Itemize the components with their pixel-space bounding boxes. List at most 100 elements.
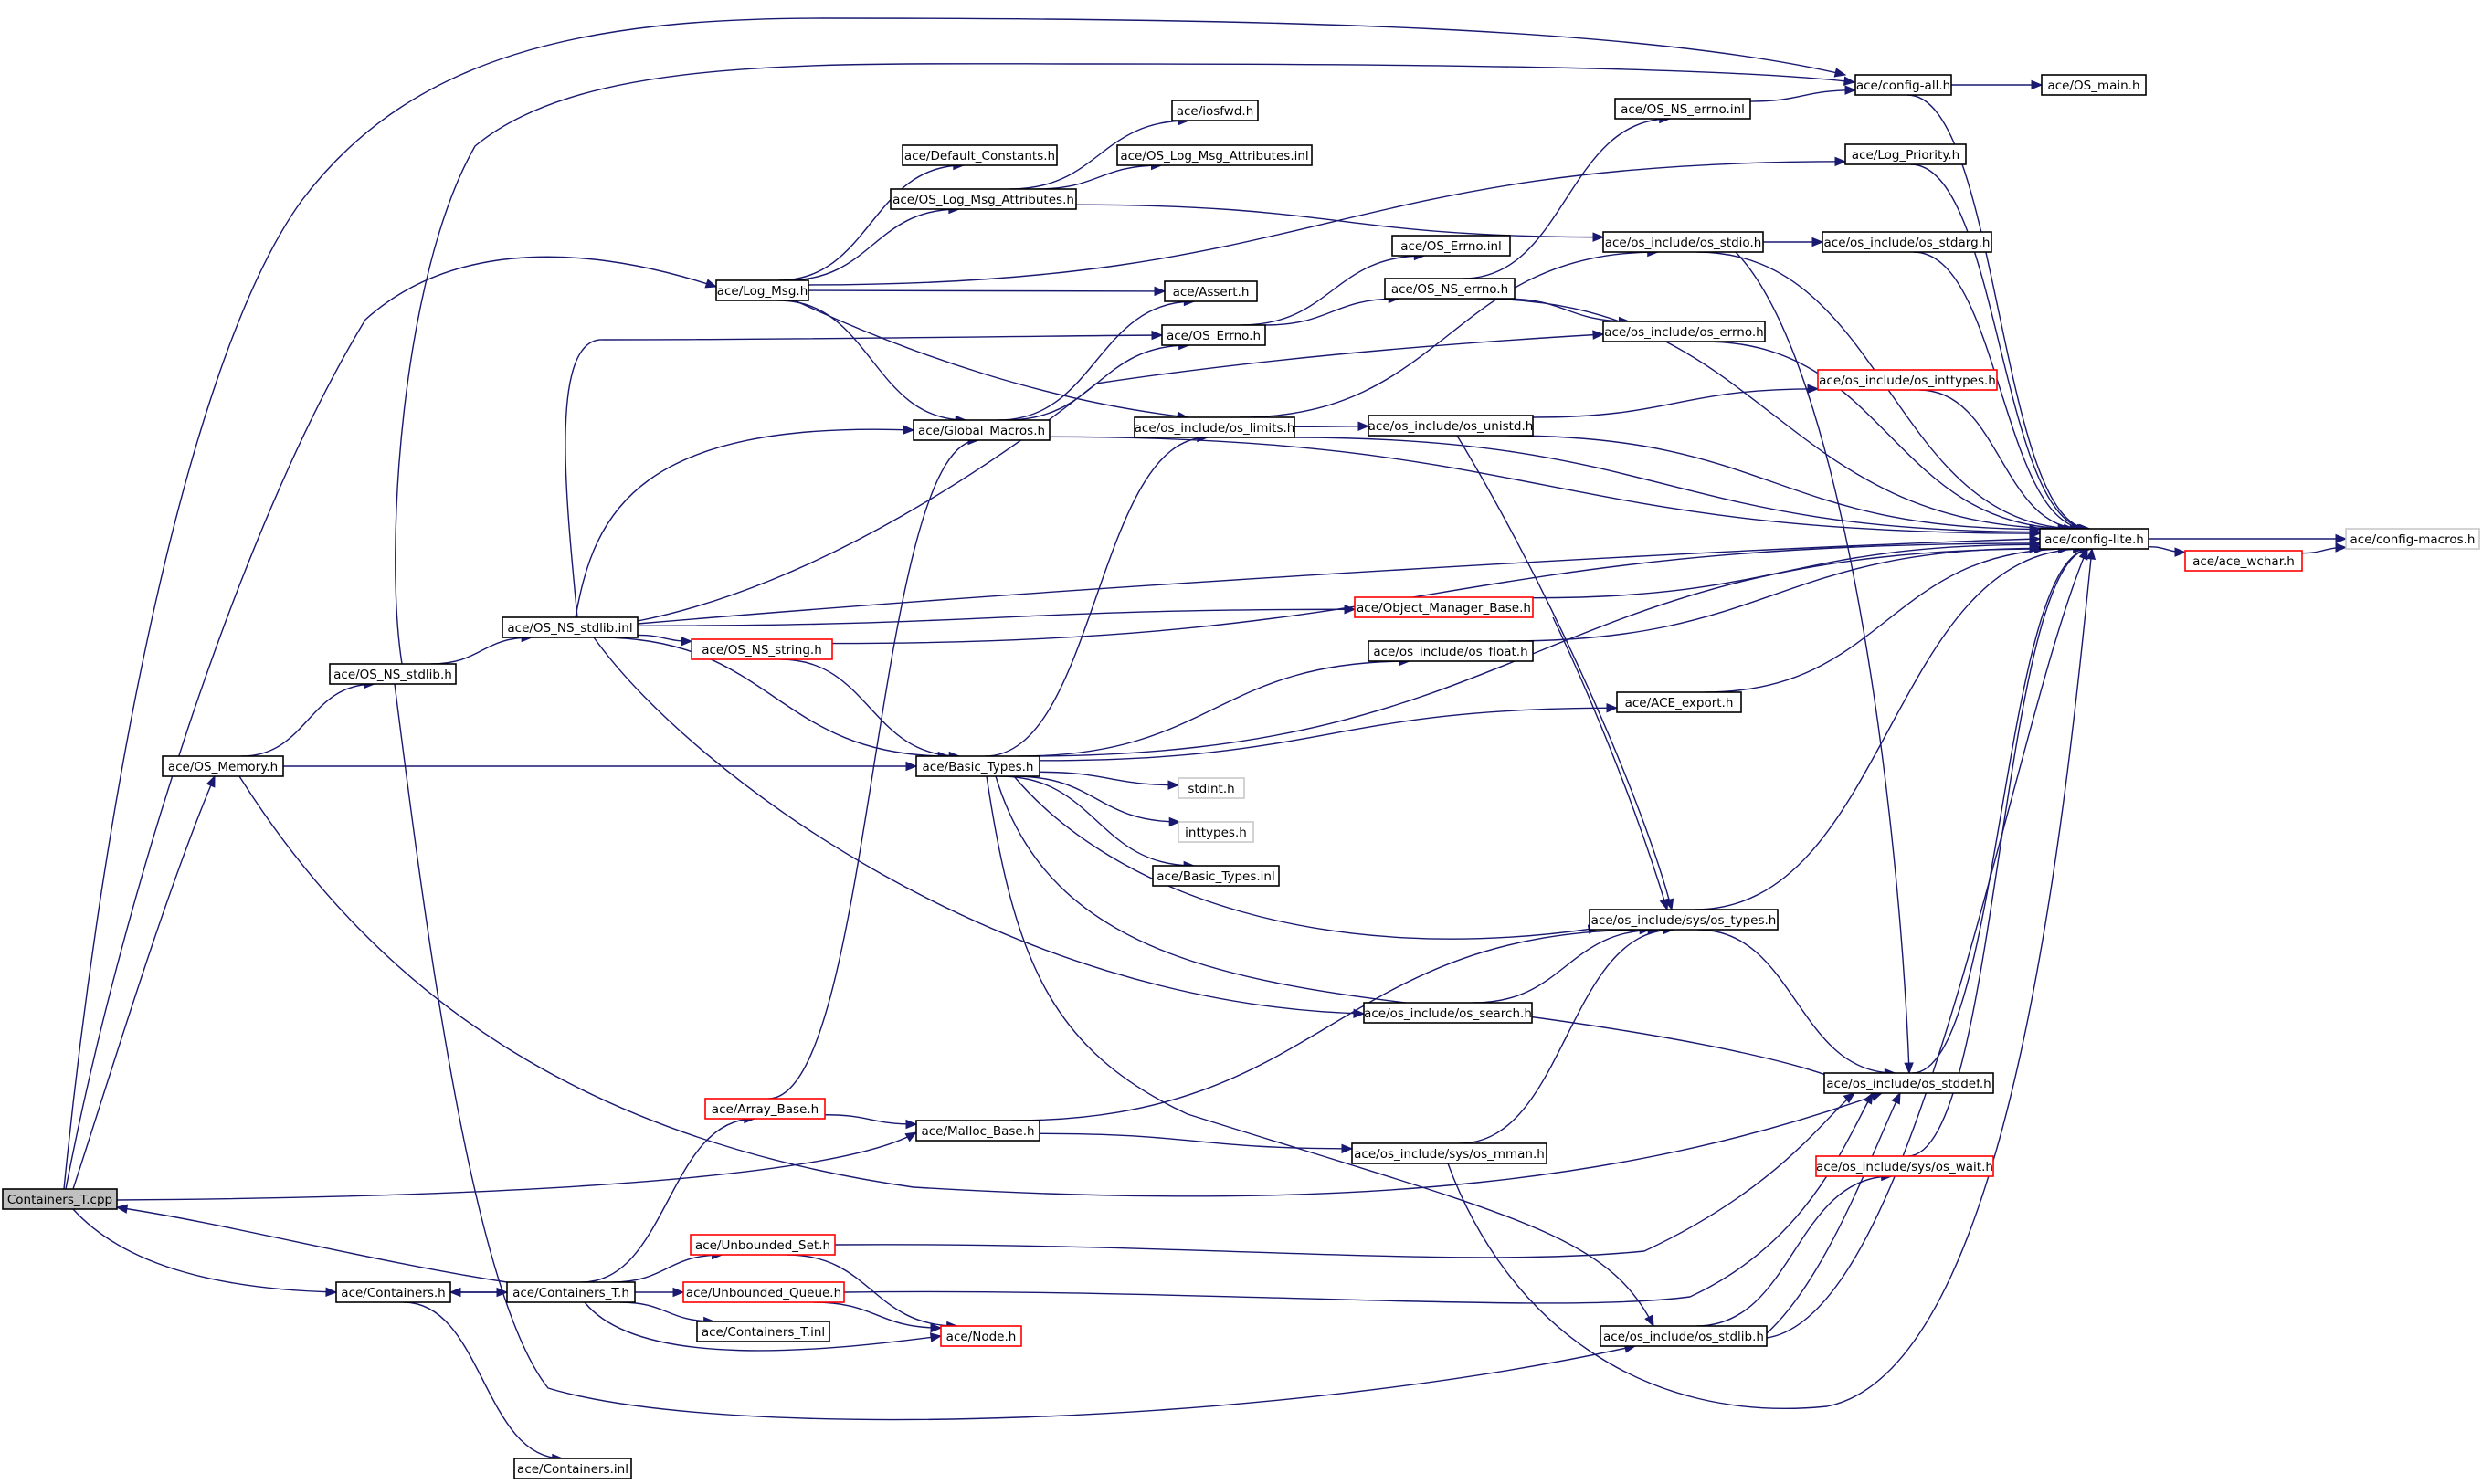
node-array-base[interactable]: ace/Array_Base.h	[704, 1098, 826, 1120]
edge-containers_t_h-to-node_h	[584, 1301, 942, 1352]
node-box	[1134, 416, 1295, 438]
arrowhead-sys_os_mman-to-config_lite	[2086, 547, 2096, 560]
node-os-ns-string[interactable]: ace/OS_NS_string.h	[691, 638, 833, 660]
node-assert[interactable]: ace/Assert.h	[1164, 280, 1258, 302]
node-containers-inl[interactable]: ace/Containers.inl	[513, 1458, 632, 1479]
node-basic-types[interactable]: ace/Basic_Types.h	[915, 755, 1040, 777]
arrowhead-log_msg-to-assert	[1154, 286, 1167, 297]
node-label: ace/Unbounded_Set.h	[695, 1238, 830, 1253]
node-box	[715, 279, 809, 301]
node-global-macros[interactable]: ace/Global_Macros.h	[913, 419, 1051, 441]
node-object-manager-base[interactable]: ace/Object_Manager_Base.h	[1354, 596, 1534, 618]
edge-log_msg-to-os_log_msg_attr	[787, 208, 959, 281]
arrowhead-os_stdlib-to-config_lite	[2078, 547, 2088, 561]
node-os-inttypes[interactable]: ace/os_include/os_inttypes.h	[1817, 369, 1998, 391]
edge-os_ns_errno_inl-to-config_all	[1749, 89, 1856, 102]
node-label: ace/Object_Manager_Base.h	[1357, 601, 1531, 616]
edge-os_ns_string-to-basic_types	[780, 658, 960, 757]
node-os-log-msg-attr[interactable]: ace/OS_Log_Msg_Attributes.h	[890, 188, 1077, 210]
node-containers-h[interactable]: ace/Containers.h	[335, 1281, 451, 1303]
node-os-unistd[interactable]: ace/os_include/os_unistd.h	[1368, 415, 1534, 437]
node-inttypes[interactable]: inttypes.h	[1178, 821, 1254, 843]
node-os-include-errno[interactable]: ace/os_include/os_errno.h	[1602, 321, 1766, 342]
arrowhead-os_stdio-to-os_stddef	[1904, 1062, 1914, 1075]
node-basic-types-inl[interactable]: ace/Basic_Types.inl	[1152, 865, 1280, 887]
edge-sys_os_mman-to-config_lite	[1447, 548, 2093, 1410]
arrowhead-os_ns_errno_inl-to-config_all	[1844, 85, 1857, 95]
node-box	[1602, 321, 1766, 342]
node-stdint[interactable]: stdint.h	[1178, 777, 1245, 799]
edge-sys_os_wait-to-config_lite	[1907, 548, 2092, 1157]
node-log-msg[interactable]: ace/Log_Msg.h	[715, 279, 809, 301]
edge-os_ns_stdlib-to-os_stdlib	[394, 683, 1636, 1421]
node-label: ace/iosfwd.h	[1177, 104, 1254, 119]
node-label: ace/OS_NS_stdlib.h	[333, 668, 452, 682]
edge-os_ns_stdlib_inl-to-global_macros	[575, 428, 914, 618]
node-os-stdlib[interactable]: ace/os_include/os_stdlib.h	[1600, 1325, 1768, 1347]
node-os-limits[interactable]: ace/os_include/os_limits.h	[1134, 416, 1295, 438]
node-os-ns-errno[interactable]: ace/OS_NS_errno.h	[1384, 278, 1516, 300]
node-box	[1354, 596, 1534, 618]
node-ace-wchar[interactable]: ace/ace_wchar.h	[2184, 550, 2303, 572]
node-label: ace/os_include/os_errno.h	[1604, 325, 1763, 340]
edge-os_ns_stdlib-to-config_all	[395, 63, 1855, 665]
edge-os_ns_stdlib_inl-to-object_manager_base	[637, 608, 1356, 626]
node-box	[696, 1321, 830, 1342]
edge-os_ns_stdlib_inl-to-basic_types	[599, 637, 949, 757]
node-os-stdio[interactable]: ace/os_include/os_stdio.h	[1602, 231, 1764, 253]
arrowhead-containers_t_cpp-to-containers_h	[325, 1287, 338, 1297]
node-box	[162, 755, 284, 777]
node-os-memory[interactable]: ace/OS_Memory.h	[162, 755, 284, 777]
node-os-errno[interactable]: ace/OS_Errno.h	[1161, 324, 1266, 346]
edge-os_ns_stdlib_inl-to-os_include_errno	[637, 333, 1604, 622]
node-os-errno-inl[interactable]: ace/OS_Errno.inl	[1391, 235, 1511, 257]
node-label: ace/config-lite.h	[2044, 532, 2144, 547]
node-os-float[interactable]: ace/os_include/os_float.h	[1368, 640, 1534, 662]
node-config-all[interactable]: ace/config-all.h	[1854, 74, 1952, 96]
node-containers-t-cpp[interactable]: Containers_T.cpp	[2, 1188, 118, 1210]
node-box	[682, 1281, 845, 1303]
node-config-lite[interactable]: ace/config-lite.h	[2039, 528, 2149, 550]
node-label: ace/os_include/sys/os_mman.h	[1354, 1147, 1545, 1162]
node-sys-os-types[interactable]: ace/os_include/sys/os_types.h	[1589, 909, 1779, 931]
node-label: ace/OS_main.h	[2047, 79, 2139, 93]
node-os-stdarg[interactable]: ace/os_include/os_stdarg.h	[1822, 231, 1992, 253]
node-os-ns-stdlib-inl[interactable]: ace/OS_NS_stdlib.inl	[502, 616, 639, 638]
node-iosfwd[interactable]: ace/iosfwd.h	[1171, 100, 1259, 121]
node-node-h[interactable]: ace/Node.h	[940, 1325, 1022, 1347]
node-os-main[interactable]: ace/OS_main.h	[2041, 74, 2147, 96]
edge-os_ns_errno-to-os_ns_errno_inl	[1463, 118, 1670, 279]
node-containers-t-inl[interactable]: ace/Containers_T.inl	[696, 1321, 830, 1342]
arrowhead-os_memory-to-basic_types	[905, 761, 918, 772]
node-ace-export[interactable]: ace/ACE_export.h	[1616, 691, 1742, 713]
edge-os_errno-to-os_errno_inl	[1240, 255, 1425, 326]
node-sys-os-mman[interactable]: ace/os_include/sys/os_mman.h	[1351, 1142, 1547, 1164]
node-os-ns-stdlib[interactable]: ace/OS_NS_stdlib.h	[329, 663, 457, 685]
node-box	[1368, 640, 1534, 662]
node-os-search[interactable]: ace/os_include/os_search.h	[1363, 1002, 1533, 1024]
node-box	[1844, 143, 1967, 165]
node-log-priority[interactable]: ace/Log_Priority.h	[1844, 143, 1967, 165]
node-unbounded-queue[interactable]: ace/Unbounded_Queue.h	[682, 1281, 845, 1303]
node-malloc-base[interactable]: ace/Malloc_Base.h	[915, 1120, 1040, 1142]
node-os-ns-errno-inl[interactable]: ace/OS_NS_errno.inl	[1614, 98, 1751, 120]
edge-os_memory-to-os_stddef	[238, 775, 1883, 1197]
arrowhead-containers_t_h-to-containers_t_cpp	[115, 1204, 129, 1214]
node-default-constants[interactable]: ace/Default_Constants.h	[902, 144, 1058, 166]
node-unbounded-set[interactable]: ace/Unbounded_Set.h	[690, 1234, 836, 1256]
node-box	[335, 1281, 451, 1303]
arrowhead-config_lite-to-ace_wchar	[2174, 547, 2187, 557]
node-os-stddef[interactable]: ace/os_include/os_stddef.h	[1823, 1072, 1994, 1094]
arrowhead-containers_t_cpp-to-config_all	[1833, 68, 1847, 78]
node-label: stdint.h	[1188, 782, 1234, 796]
edge-log_priority-to-config_lite	[1910, 163, 2090, 530]
arrowhead-basic_types-to-ace_export	[1606, 702, 1619, 713]
edge-containers_t_cpp-to-malloc_base	[116, 1131, 917, 1201]
node-os-log-msg-attr-inl[interactable]: ace/OS_Log_Msg_Attributes.inl	[1116, 144, 1313, 166]
node-sys-os-wait[interactable]: ace/os_include/sys/os_wait.h	[1815, 1155, 1994, 1177]
node-label: ace/ace_wchar.h	[2192, 554, 2295, 569]
node-config-macros[interactable]: ace/config-macros.h	[2345, 528, 2480, 550]
node-label: ace/OS_NS_errno.inl	[1621, 102, 1745, 117]
node-containers-t-h[interactable]: ace/Containers_T.h	[506, 1281, 636, 1303]
edge-containers_t_cpp-to-config_all	[63, 17, 1846, 1190]
